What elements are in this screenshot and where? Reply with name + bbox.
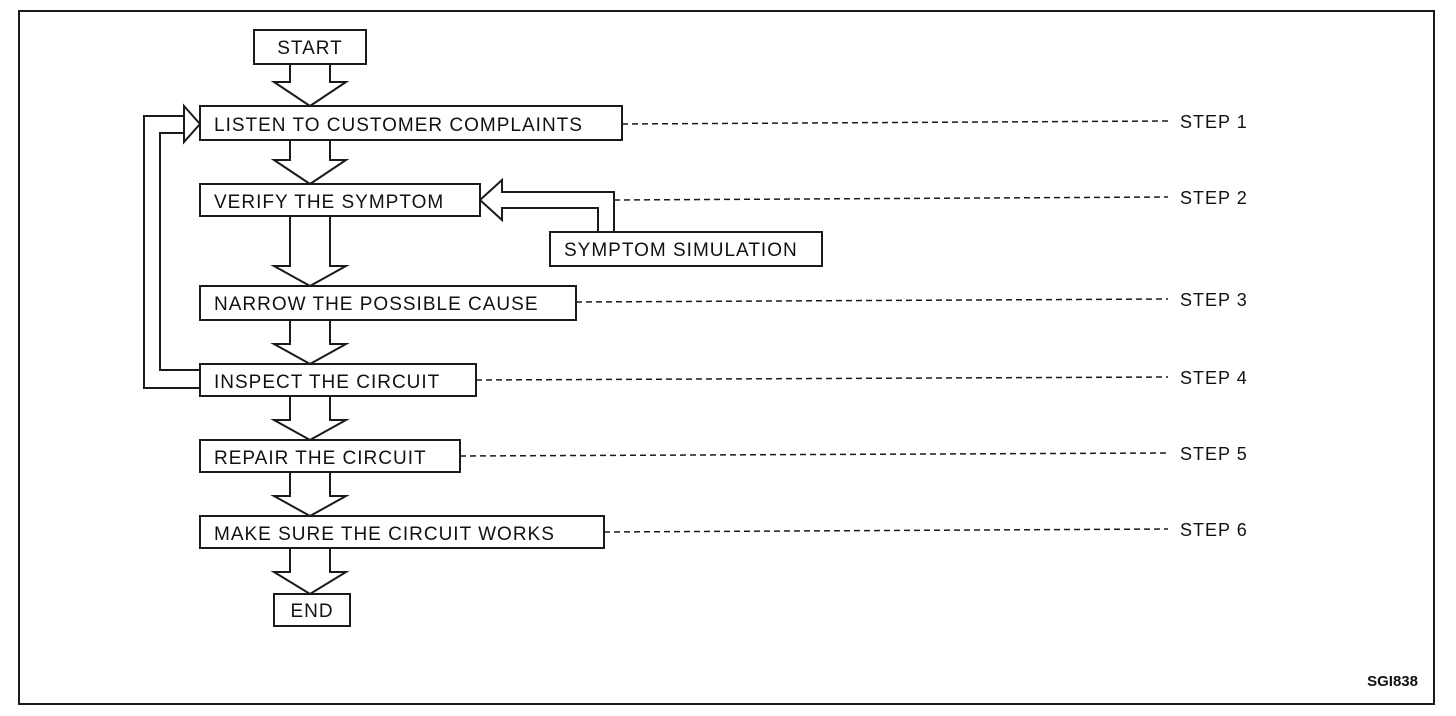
symptom-simulation-box xyxy=(549,231,823,267)
feedback-loop-outer xyxy=(143,115,200,389)
step1-tag: STEP 1 xyxy=(1180,112,1248,132)
leader-step3 xyxy=(575,298,1169,303)
symptom-simulation-label: SYMPTOM SIMULATION xyxy=(564,240,798,261)
end-box xyxy=(273,593,351,627)
leader-step2 xyxy=(613,196,1169,201)
step5-box xyxy=(199,439,461,473)
start-box xyxy=(253,29,367,65)
step5-tag: STEP 5 xyxy=(1180,444,1248,464)
arrow-step3-to-step4 xyxy=(270,319,350,366)
arrow-start-to-step1 xyxy=(270,63,350,108)
arrow-step5-to-step6 xyxy=(270,471,350,518)
step3-box xyxy=(199,285,577,321)
leader-step5 xyxy=(459,452,1169,457)
diagram-frame xyxy=(18,10,1435,705)
step2-box xyxy=(199,183,481,217)
step5-label: REPAIR THE CIRCUIT xyxy=(214,448,427,469)
leader-step4 xyxy=(475,376,1169,381)
step2-tag: STEP 2 xyxy=(1180,188,1248,208)
leader-step6 xyxy=(603,528,1169,533)
feedback-arrowhead xyxy=(183,103,202,145)
start-label: START xyxy=(277,38,343,59)
step3-tag: STEP 3 xyxy=(1180,290,1248,310)
figure-code: SGI838 xyxy=(1367,673,1418,690)
arrow-simulation-to-verify xyxy=(478,177,615,233)
step1-box xyxy=(199,105,623,141)
arrow-step2-to-step3 xyxy=(270,215,350,288)
step4-tag: STEP 4 xyxy=(1180,368,1248,388)
step4-label: INSPECT THE CIRCUIT xyxy=(214,372,440,393)
step1-label: LISTEN TO CUSTOMER COMPLAINTS xyxy=(214,115,583,136)
step4-box xyxy=(199,363,477,397)
step6-box xyxy=(199,515,605,549)
arrow-step4-to-step5 xyxy=(270,395,350,442)
leader-step1 xyxy=(621,120,1169,125)
step2-label: VERIFY THE SYMPTOM xyxy=(214,192,444,213)
feedback-loop-inner xyxy=(159,132,200,371)
arrow-step6-to-end xyxy=(270,547,350,596)
step6-tag: STEP 6 xyxy=(1180,520,1248,540)
step3-label: NARROW THE POSSIBLE CAUSE xyxy=(214,294,539,315)
end-label: END xyxy=(290,601,333,622)
step6-label: MAKE SURE THE CIRCUIT WORKS xyxy=(214,524,555,545)
arrow-step1-to-step2 xyxy=(270,139,350,186)
